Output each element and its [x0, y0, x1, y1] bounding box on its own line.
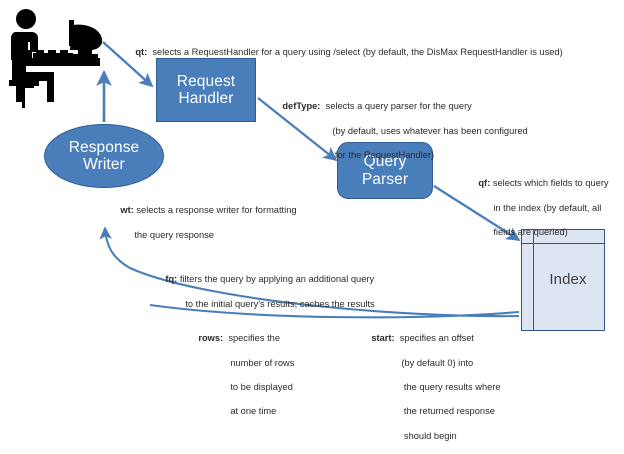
node-response-writer-line1: Response: [68, 138, 140, 156]
annotation-qf-line2: in the index (by default, all: [493, 202, 602, 213]
annotation-wt: wt: selects a response writer for format…: [110, 192, 297, 253]
annotation-deftype-param: defType:: [282, 101, 321, 112]
node-index-label: Index: [549, 270, 587, 288]
annotation-start-line5: should begin: [401, 430, 457, 441]
annotation-rows-line3: to be displayed: [230, 382, 293, 393]
annotation-rows: rows: specifies the number of rows to be…: [188, 320, 294, 430]
annotation-qf-line1: selects which fields to query: [492, 178, 609, 189]
annotation-fq: fq: filters the query by applying an add…: [155, 261, 375, 322]
annotation-qt-line1: selects a RequestHandler for a query usi…: [152, 47, 563, 58]
annotation-deftype: defType: selects a query parser for the …: [272, 88, 528, 173]
diagram-canvas: Request Handler Query Parser Response Wr…: [9, 9, 609, 441]
annotation-start-param: start:: [371, 333, 395, 344]
index-left-edge: [533, 230, 534, 330]
connector-layer: [96, 41, 521, 319]
annotation-deftype-line1: selects a query parser for the query: [325, 101, 472, 112]
node-query-parser-line1: Query: [363, 153, 407, 171]
arrow-request-handler-to-query-parser: [257, 97, 338, 162]
node-query-parser[interactable]: Query Parser: [337, 142, 433, 199]
annotation-deftype-line3: for the RequestHandler): [332, 150, 435, 161]
arrow-results-to-index: [149, 303, 520, 319]
annotation-qt-param: qt:: [135, 47, 148, 58]
annotation-qf-line3: fields are queried): [493, 227, 568, 238]
annotation-qf-param: qf:: [478, 178, 491, 189]
annotation-start-line1: specifies an offset: [399, 333, 475, 344]
annotation-wt-line1: selects a response writer for formatting: [136, 205, 297, 216]
node-request-handler-line1: Request: [176, 72, 236, 90]
node-response-writer[interactable]: Response Writer: [44, 124, 164, 188]
arrow-user-to-request-handler: [102, 41, 154, 88]
index-top-edge: [522, 243, 604, 244]
annotation-rows-line2: number of rows: [230, 357, 295, 368]
annotation-qf: qf: selects which fields to query in the…: [468, 165, 609, 250]
node-query-parser-line2: Parser: [361, 170, 409, 188]
annotation-start-line2: (by default 0) into: [401, 357, 474, 368]
annotation-qt: qt: selects a RequestHandler for a query…: [125, 34, 563, 71]
node-index[interactable]: Index: [521, 229, 605, 331]
annotation-rows-line4: at one time: [230, 406, 277, 417]
annotation-wt-param: wt:: [120, 205, 134, 216]
annotation-start-line3: the query results where: [401, 382, 501, 393]
arrow-query-parser-to-index: [433, 185, 521, 241]
node-response-writer-line2: Writer: [83, 156, 125, 173]
annotation-fq-line2: to the initial query's results; caches t…: [185, 298, 375, 309]
node-request-handler[interactable]: Request Handler: [156, 58, 256, 122]
annotation-wt-line2: the query response: [134, 229, 214, 240]
annotation-start: start: specifies an offset (by default 0…: [361, 320, 501, 454]
annotation-start-line4: the returned response: [401, 406, 495, 417]
node-request-handler-line2: Handler: [178, 90, 234, 107]
annotation-fq-param: fq:: [165, 274, 178, 285]
annotation-fq-line1: filters the query by applying an additio…: [179, 274, 375, 285]
annotation-rows-param: rows:: [198, 333, 224, 344]
annotation-deftype-line2: (by default, uses whatever has been conf…: [332, 125, 528, 136]
arrow-index-to-response-writer: [99, 226, 520, 318]
person-at-computer-icon: [9, 9, 103, 108]
annotation-rows-line1: specifies the: [228, 333, 280, 344]
